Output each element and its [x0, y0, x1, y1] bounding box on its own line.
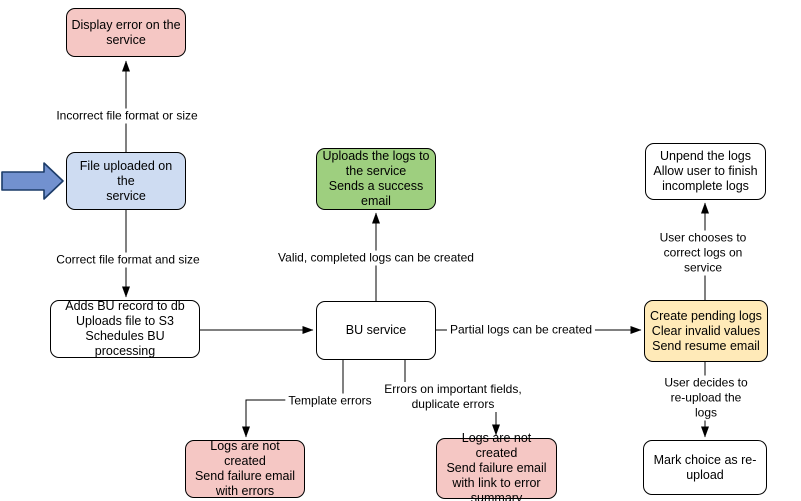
edge-label-incorrect-format: Incorrect file format or size: [53, 108, 201, 124]
node-upload-success: Uploads the logs to the service Sends a …: [316, 148, 436, 210]
edge-label-correct-format: Correct file format and size: [53, 252, 203, 268]
node-fail-template-errors: Logs are not created Send failure email …: [185, 439, 305, 498]
edge-label-field-errors: Errors on important fields, duplicate er…: [381, 382, 525, 412]
node-adds-bu-record: Adds BU record to db Uploads file to S3 …: [50, 299, 200, 358]
node-create-pending-logs: Create pending logs Clear invalid values…: [644, 300, 768, 362]
node-display-error: Display error on the service: [66, 8, 186, 57]
edge-label-valid-logs: Valid, completed logs can be created: [275, 250, 477, 266]
node-unpend-logs: Unpend the logs Allow user to finish inc…: [645, 143, 766, 200]
edge-label-user-corrects: User chooses to correct logs on service: [654, 230, 752, 276]
node-file-uploaded: File uploaded on the service: [66, 152, 186, 210]
edge-label-template-errors: Template errors: [285, 393, 375, 409]
node-fail-field-errors: Logs are not created Send failure email …: [436, 431, 557, 501]
node-bu-service: BU service: [316, 301, 436, 360]
entry-pointer-icon: [1, 162, 64, 200]
edge-label-partial-logs: Partial logs can be created: [446, 322, 596, 338]
node-mark-reupload: Mark choice as re- upload: [643, 440, 767, 495]
edge-label-user-reuploads: User decides to re-upload the logs: [658, 375, 754, 421]
